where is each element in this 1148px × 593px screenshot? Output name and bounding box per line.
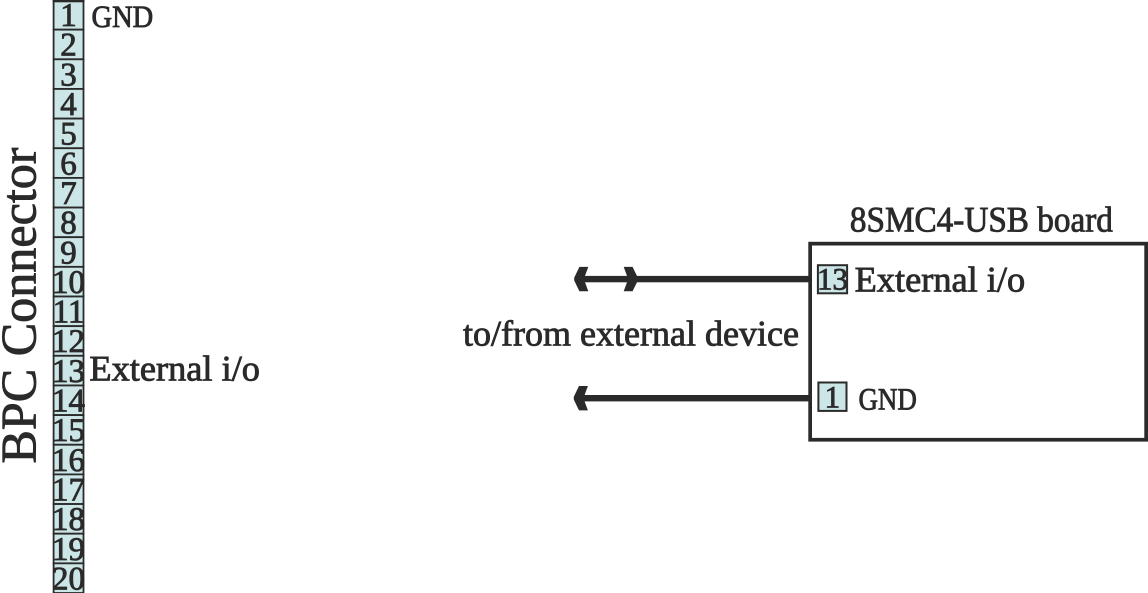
svg-text:5: 5 bbox=[60, 117, 77, 153]
svg-text:9: 9 bbox=[60, 235, 77, 271]
svg-text:8: 8 bbox=[60, 206, 77, 242]
svg-text:7: 7 bbox=[60, 176, 77, 212]
svg-text:15: 15 bbox=[52, 413, 85, 449]
svg-text:17: 17 bbox=[52, 472, 85, 508]
svg-text:13: 13 bbox=[52, 354, 85, 390]
svg-text:8SMC4-USB board: 8SMC4-USB board bbox=[850, 200, 1113, 240]
svg-text:13: 13 bbox=[817, 261, 848, 296]
svg-text:12: 12 bbox=[52, 324, 85, 360]
svg-text:to/from external device: to/from external device bbox=[463, 314, 799, 354]
svg-text:2: 2 bbox=[60, 28, 77, 64]
svg-text:20: 20 bbox=[52, 561, 85, 593]
svg-text:3: 3 bbox=[60, 57, 77, 93]
svg-text:BPC Connector: BPC Connector bbox=[0, 147, 47, 463]
svg-text:GND: GND bbox=[859, 382, 917, 417]
svg-text:4: 4 bbox=[60, 87, 77, 123]
svg-text:1: 1 bbox=[825, 380, 841, 415]
svg-text:1: 1 bbox=[60, 0, 77, 34]
svg-text:19: 19 bbox=[52, 532, 85, 568]
svg-text:External i/o: External i/o bbox=[89, 348, 260, 388]
svg-text:16: 16 bbox=[52, 443, 85, 479]
svg-text:GND: GND bbox=[92, 0, 154, 34]
svg-text:18: 18 bbox=[52, 502, 85, 538]
svg-text:10: 10 bbox=[52, 265, 85, 301]
svg-text:11: 11 bbox=[53, 295, 85, 331]
svg-text:6: 6 bbox=[60, 146, 77, 182]
svg-text:14: 14 bbox=[52, 384, 85, 420]
svg-text:External i/o: External i/o bbox=[855, 260, 1026, 300]
